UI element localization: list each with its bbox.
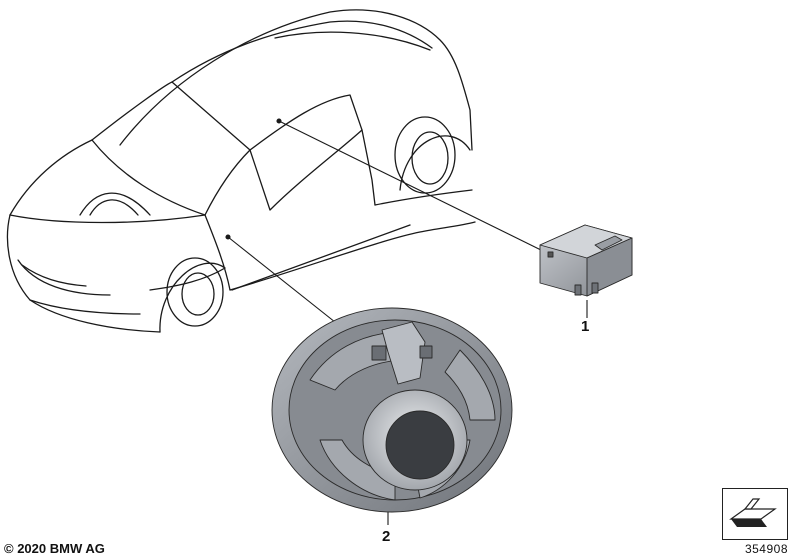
navigation-arrow-button[interactable] [722, 488, 788, 540]
leader-lines [225, 118, 588, 525]
arrow-icon [729, 498, 777, 527]
control-unit-part[interactable] [539, 224, 633, 297]
callout-part-1[interactable]: 1 [581, 318, 589, 335]
loudspeaker-part[interactable] [271, 307, 513, 513]
callout-part-2[interactable]: 2 [382, 528, 390, 545]
diagram-number: 354908 [744, 542, 788, 556]
vehicle-outline [6, 9, 476, 333]
leader-line-part-2 [227, 236, 346, 331]
leader-line-part-1 [278, 120, 546, 253]
speaker-cone [385, 410, 455, 480]
copyright-text: © 2020 BMW AG [4, 541, 105, 556]
